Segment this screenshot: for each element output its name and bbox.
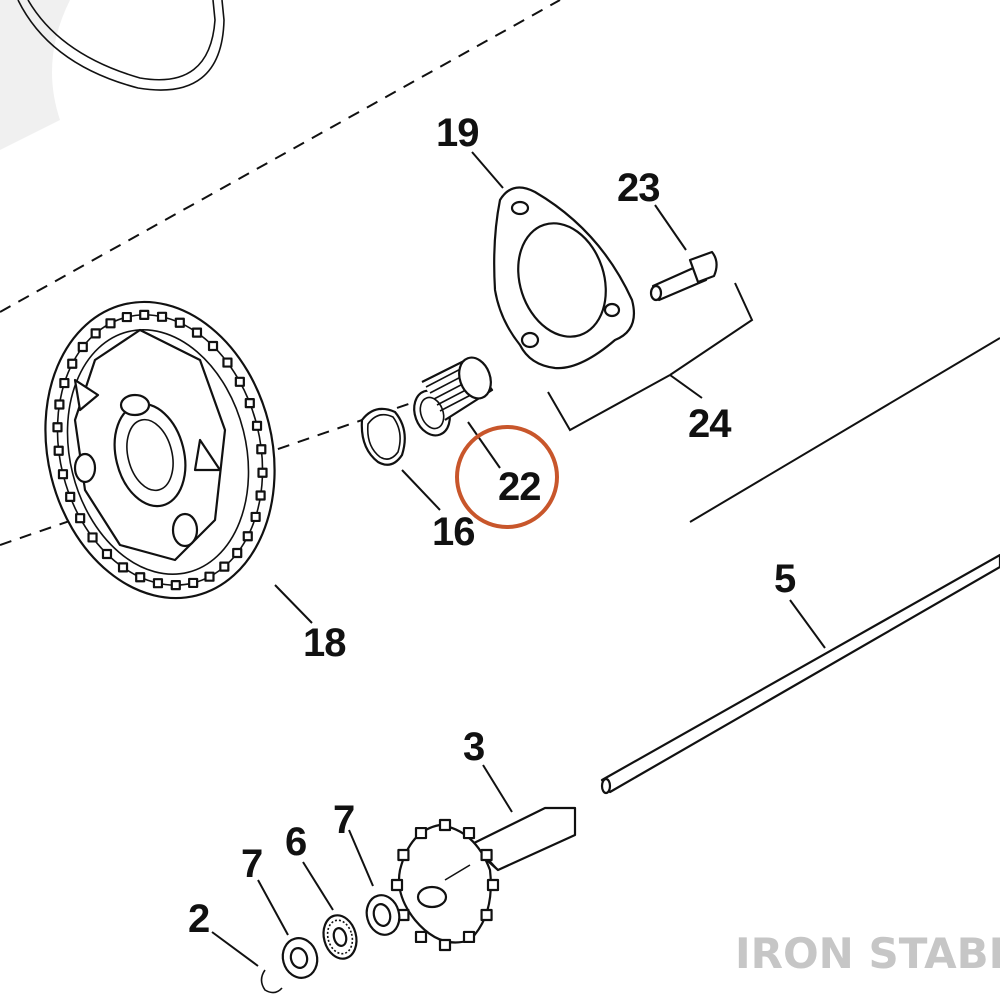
screw-part-23 xyxy=(649,250,718,302)
background-swoosh xyxy=(0,0,70,150)
hub-tooth xyxy=(101,548,113,560)
callout-7-lower: 7 xyxy=(241,842,262,886)
hub-tooth xyxy=(52,422,63,433)
gear-tooth xyxy=(480,848,493,862)
hub-tooth xyxy=(242,531,253,542)
gear-tooth xyxy=(486,878,500,892)
callout-18: 18 xyxy=(303,621,346,665)
hub-tooth xyxy=(244,397,255,409)
callout-16: 16 xyxy=(432,510,475,554)
hub-tooth xyxy=(57,469,69,480)
o-ring-partial xyxy=(17,0,225,91)
hub-tooth xyxy=(59,377,70,389)
bracket-24 xyxy=(669,282,754,376)
hub-tooth xyxy=(251,420,263,431)
hub-tooth xyxy=(139,309,150,320)
hub-tooth xyxy=(65,491,76,503)
hub-tooth xyxy=(222,357,233,368)
hub-tooth xyxy=(117,562,129,573)
hub-tooth xyxy=(255,490,266,501)
callout-24: 24 xyxy=(688,402,732,446)
leader-lines xyxy=(211,151,826,967)
callout-22: 22 xyxy=(498,465,541,509)
gear-tooth xyxy=(462,826,476,840)
hub-tooth xyxy=(53,445,64,456)
gear-tooth xyxy=(438,818,452,832)
hub-tooth xyxy=(87,532,98,543)
hub-tooth xyxy=(256,444,267,455)
hub-tooth xyxy=(257,467,268,478)
reference-line xyxy=(689,337,1000,523)
hub-tooth xyxy=(170,580,181,591)
gear-tooth xyxy=(414,930,428,944)
gear-tooth xyxy=(414,826,428,840)
hub-tooth xyxy=(188,577,199,589)
release-gear-part-3 xyxy=(390,818,500,952)
gear-tooth xyxy=(390,878,404,892)
gear-tooth xyxy=(480,908,493,922)
hub-tooth xyxy=(121,311,132,323)
callout-19: 19 xyxy=(436,111,479,155)
pushrod-part-5 xyxy=(600,553,1000,795)
callout-23: 23 xyxy=(617,166,660,210)
hub-tooth xyxy=(204,571,215,582)
hub-tooth xyxy=(156,311,168,322)
hub-tooth xyxy=(219,561,230,572)
hub-tooth xyxy=(105,318,116,329)
hub-tooth xyxy=(152,578,164,589)
hub-tooth xyxy=(54,399,65,410)
clutch-hub-part-18 xyxy=(44,300,276,600)
highlight-ring xyxy=(455,425,559,529)
spring-washer-part-16 xyxy=(360,407,406,466)
callout-3: 3 xyxy=(463,725,484,769)
hub-tooth xyxy=(232,547,243,559)
hub-tooth xyxy=(174,317,185,328)
hub-tooth xyxy=(191,327,203,338)
washer-part-7-lower xyxy=(281,937,319,979)
bearing-part-6 xyxy=(322,914,358,960)
hub-tooth xyxy=(77,341,88,353)
coil-spring-part-22 xyxy=(413,356,494,437)
watermark: IRON STABLE xyxy=(735,929,1000,978)
hub-tooth xyxy=(135,572,146,583)
retaining-plate-part-19 xyxy=(493,186,636,370)
callout-2: 2 xyxy=(188,897,209,941)
callout-6: 6 xyxy=(285,820,306,864)
callout-7-upper: 7 xyxy=(333,798,354,842)
hub-tooth xyxy=(90,328,101,339)
gear-tooth xyxy=(438,938,452,952)
hub-tooth xyxy=(250,511,261,523)
washer-part-7-upper xyxy=(365,894,401,936)
hub-tooth xyxy=(67,358,78,369)
hub-tooth xyxy=(234,376,245,387)
retaining-ring-part-2 xyxy=(260,969,283,994)
gear-tooth xyxy=(462,930,476,944)
callout-5: 5 xyxy=(774,557,796,601)
centerline-upper xyxy=(0,0,561,313)
hub-tooth xyxy=(75,513,86,524)
gear-tooth xyxy=(397,848,410,862)
hub-tooth xyxy=(207,340,219,352)
